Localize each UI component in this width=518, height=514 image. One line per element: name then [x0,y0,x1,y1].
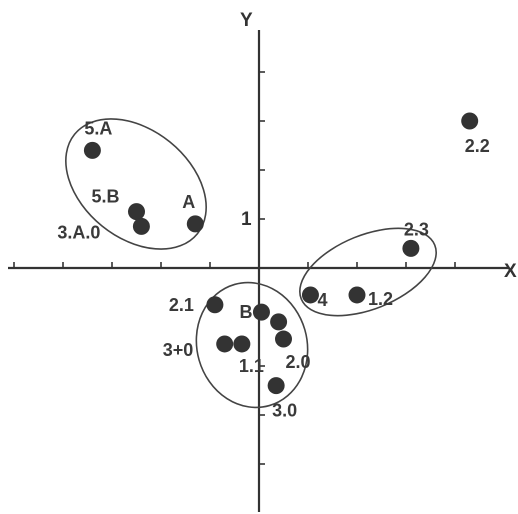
point-label: 1.1 [239,356,264,376]
point-label: 1.2 [368,289,393,309]
cluster-outline [299,227,437,317]
data-point [252,303,270,321]
point-label: A [182,192,195,212]
data-point [348,286,366,304]
point-label: 2.0 [286,352,311,372]
point-label: 2.2 [465,136,490,156]
point-label: 2.1 [169,295,194,315]
data-points [83,112,479,395]
x-axis-label: X [504,261,517,282]
point-label: 3+0 [163,340,194,360]
data-point [270,313,288,331]
data-point [402,239,420,257]
data-point [267,377,285,395]
cluster-outline [65,118,207,250]
y-tick-label: 1 [241,209,252,230]
data-point [233,335,251,353]
data-point [461,112,479,130]
point-label: B [239,302,252,322]
data-point [206,296,224,314]
point-label: 3.A.0 [57,222,100,242]
axes: X Y [8,10,517,512]
point-label: 5.A [84,118,112,138]
data-point [186,215,204,233]
point-label: 2.3 [404,219,429,239]
cluster-outline [195,281,309,409]
cluster-outlines [65,118,437,409]
axis-ticks: 1 [13,71,456,465]
point-label: 4 [317,290,327,310]
point-label: 5.B [92,187,120,207]
data-point [128,203,145,221]
data-point [132,217,150,235]
y-axis-label: Y [240,10,253,31]
data-point [275,330,292,348]
data-point [216,335,234,353]
point-labels: 2.2 5.A 5.B 3.A.0 A 2.3 4 1.2 2.1 B 2.0 3+0 1.1 3.0 [57,118,489,420]
data-point [301,286,319,304]
data-point [83,141,101,159]
point-label: 3.0 [272,401,297,421]
